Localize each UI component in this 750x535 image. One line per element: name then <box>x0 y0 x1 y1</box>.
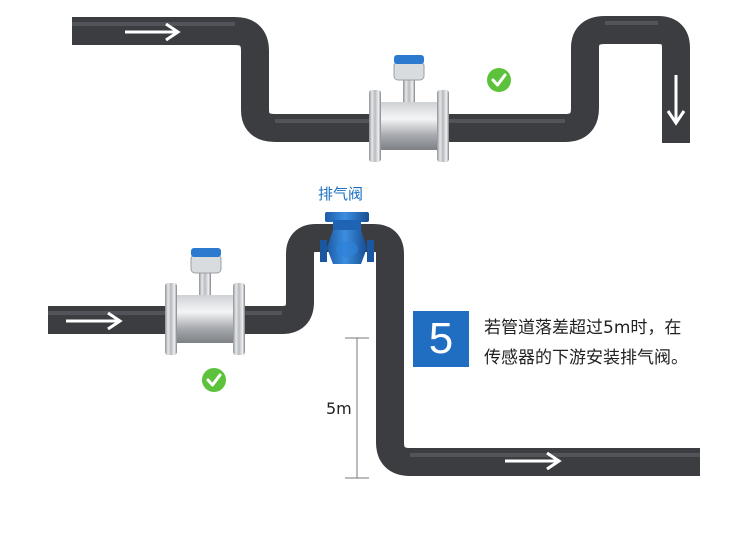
flow-arrow-right <box>125 22 181 42</box>
valve-label: 排气阀 <box>318 185 364 203</box>
check-icon <box>202 368 226 392</box>
flow-arrow-down <box>666 75 686 126</box>
height-dimension <box>322 337 369 479</box>
step-badge: 5 <box>413 311 469 367</box>
top-pipeline <box>72 16 690 162</box>
flowmeter <box>369 55 449 162</box>
height-label: 5m <box>326 399 352 418</box>
flow-arrow-right <box>505 451 562 471</box>
bottom-pipeline <box>48 212 700 479</box>
flow-arrow-right <box>66 311 123 331</box>
step-number: 5 <box>428 314 454 363</box>
flowmeter <box>165 248 245 355</box>
note-text-line-2: 传感器的下游安装排气阀。 <box>484 348 688 368</box>
note-text-line-1: 若管道落差超过5m时，在 <box>484 318 682 338</box>
air-release-valve <box>320 212 374 264</box>
check-icon <box>487 68 511 92</box>
top-pipe <box>72 16 690 143</box>
